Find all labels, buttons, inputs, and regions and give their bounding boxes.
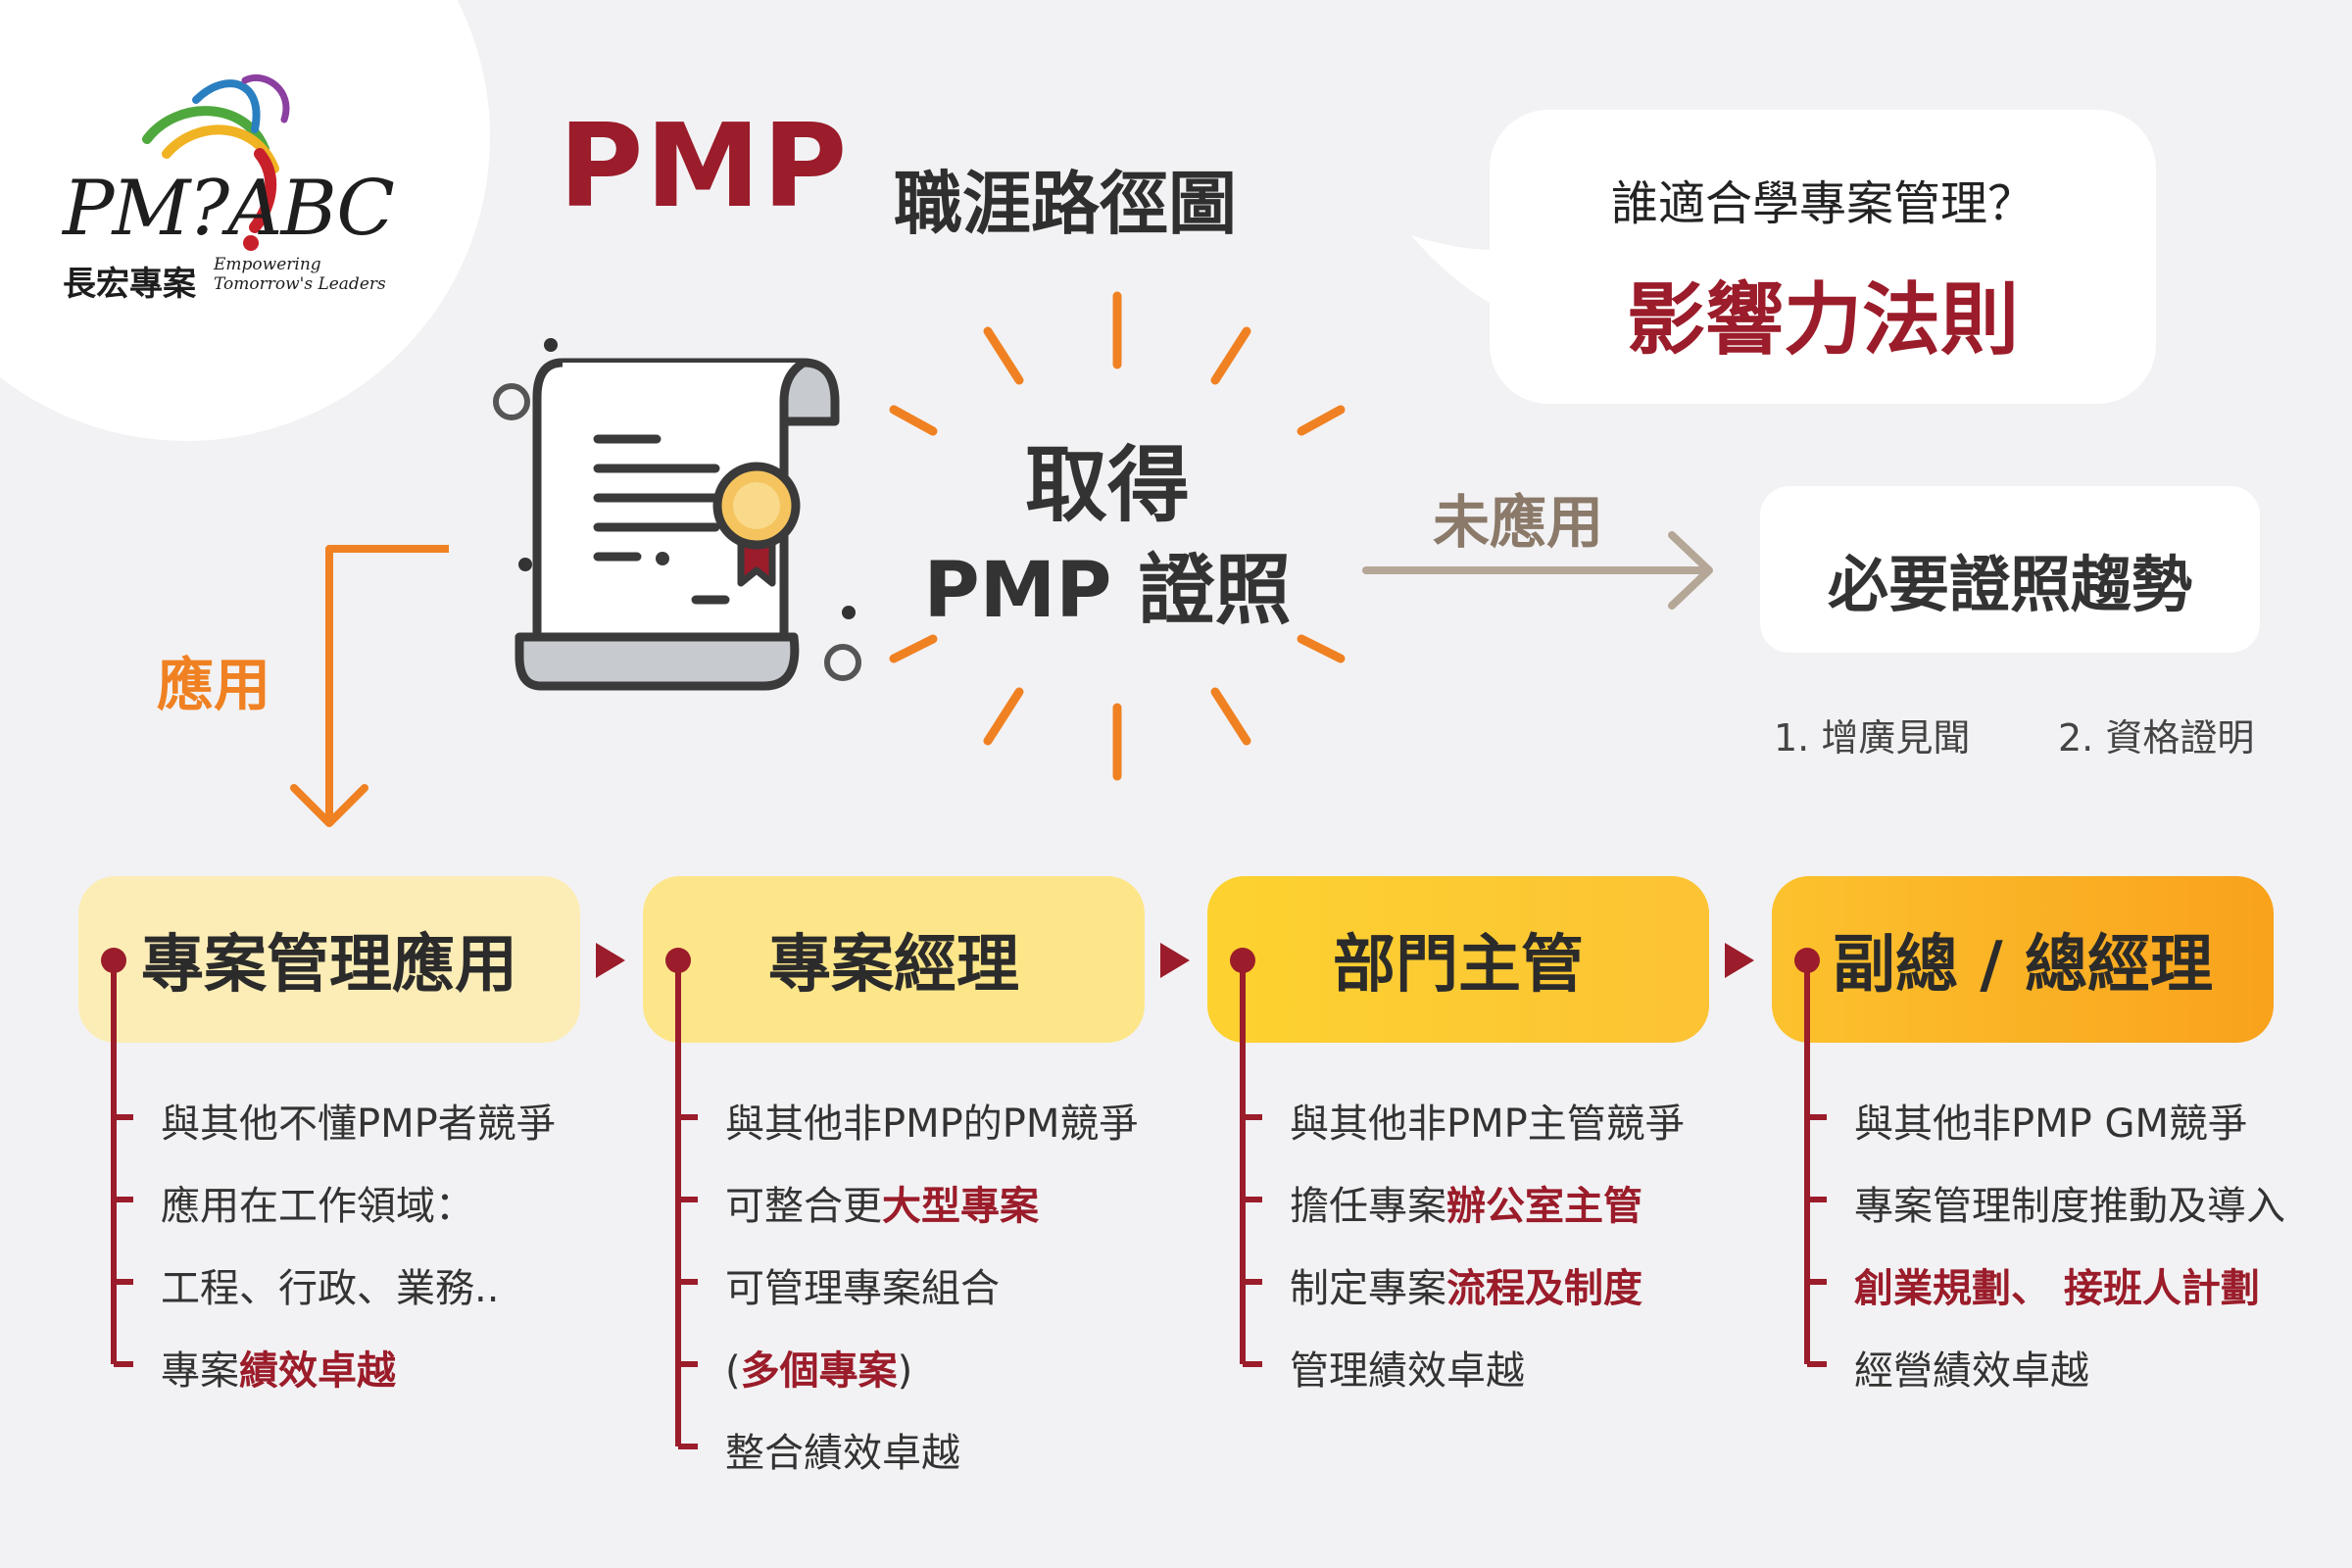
burst-rays-icon (889, 291, 1346, 781)
logo-chinese-name: 長宏專案 (63, 265, 196, 304)
stage-title: 部門主管 (1333, 929, 1584, 1002)
stage-item: 可管理專案組合 (725, 1256, 1000, 1313)
stage-box-project-manager: 專案經理 (643, 876, 1145, 1043)
stage-item-text: 專案管理制度推動及導入 (1854, 1184, 2285, 1229)
stage-item-text: 專案 (161, 1348, 239, 1394)
speech-bubble (1490, 110, 2156, 404)
stage-item-text: 經營績效卓越 (1854, 1348, 2089, 1394)
stage-arrow-icon (596, 943, 625, 978)
stage-item: 應用在工作領域： (161, 1174, 474, 1231)
stage-item: 與其他非PMP的PM競爭 (725, 1092, 1138, 1149)
stage-item-text: 與其他非PMP GM競爭 (1854, 1102, 2247, 1147)
stage-item-text: 可管理專案組合 (725, 1266, 1000, 1311)
stage-item-highlight: 創業規劃、 接班人計劃 (1854, 1266, 2260, 1311)
page-title-pmp: PMP (559, 98, 850, 233)
stage-item-highlight: 辦公室主管 (1446, 1184, 1642, 1229)
stage-arrow-icon (1160, 943, 1190, 978)
timeline-line (1230, 948, 1262, 1367)
timeline-line (665, 948, 698, 1449)
stage-arrow-icon (1725, 943, 1754, 978)
certificate-icon (493, 338, 861, 691)
stage-item-text: 工程、行政、業務.. (161, 1266, 500, 1311)
trend-item: 2. 資格證明 (2058, 716, 2255, 760)
stage-item-text: 與其他不懂PMP者競爭 (161, 1102, 556, 1147)
not-applied-label: 未應用 (1433, 489, 1604, 556)
stage-item-highlight: 績效卓越 (239, 1348, 396, 1394)
stage-item-text: 與其他非PMP的PM競爭 (725, 1102, 1139, 1147)
trend-box (1760, 486, 2260, 653)
stage-item-text: 制定專案 (1290, 1266, 1446, 1311)
stage-item: 工程、行政、業務.. (161, 1256, 499, 1313)
stage-item: 經營績效卓越 (1854, 1339, 2089, 1396)
logo-tagline: Empowering Tomorrow's Leaders (214, 255, 386, 294)
timeline-line (1794, 948, 1827, 1367)
stage-item-text: 管理績效卓越 (1290, 1348, 1525, 1394)
stage-item: 制定專案流程及制度 (1290, 1256, 1642, 1313)
bubble-question: 誰適合學專案管理？ (1610, 176, 2034, 231)
stage-item-text: ) (897, 1348, 913, 1394)
down-arrow-icon (290, 545, 449, 827)
stage-item-text: 整合績效卓越 (725, 1431, 960, 1476)
center-title-line1: 取得 (1024, 437, 1190, 533)
timeline-line (101, 948, 133, 1367)
page-title: 職涯路徑圖 (894, 164, 1237, 244)
right-arrow-icon (1362, 531, 1713, 610)
stage-item: 專案績效卓越 (161, 1339, 396, 1396)
stage-item-highlight: 大型專案 (882, 1184, 1039, 1229)
stage-box-department-head: 部門主管 (1207, 876, 1709, 1043)
stage-item: 與其他非PMP主管競爭 (1290, 1092, 1685, 1149)
center-title-line2: PMP 證照 (923, 547, 1292, 635)
stage-title: 專案管理應用 (141, 929, 517, 1002)
stage-item: 管理績效卓越 (1290, 1339, 1525, 1396)
applied-label: 應用 (157, 652, 271, 718)
stage-item-text: 可整合更 (725, 1184, 882, 1229)
stage-title: 專案經理 (768, 929, 1019, 1002)
logo-text: PM?ABC (63, 165, 395, 253)
logo-swoosh-icon (142, 74, 290, 251)
stage-title: 副總 / 總經理 (1833, 929, 2213, 1002)
stage-item: 與其他不懂PMP者競爭 (161, 1092, 556, 1149)
stage-item: (多個專案) (725, 1339, 912, 1396)
stage-item-text: 應用在工作領域： (161, 1184, 474, 1229)
stage-item: 創業規劃、 接班人計劃 (1854, 1256, 2260, 1313)
stage-item-highlight: 流程及制度 (1446, 1266, 1642, 1311)
trend-item: 1. 增廣見聞 (1774, 716, 1971, 760)
stage-box-general-manager: 副總 / 總經理 (1772, 876, 2274, 1043)
stage-item-highlight: 多個專案 (740, 1348, 898, 1394)
stage-item: 整合績效卓越 (725, 1421, 960, 1478)
trend-label: 必要證照趨勢 (1827, 549, 2192, 620)
stage-item: 可整合更大型專案 (725, 1174, 1039, 1231)
stage-item: 與其他非PMP GM競爭 (1854, 1092, 2247, 1149)
stage-item: 專案管理制度推動及導入 (1854, 1174, 2285, 1231)
bubble-rule-title: 影響力法則 (1627, 274, 2019, 366)
stage-item-text: ( (725, 1348, 741, 1394)
stage-item: 擔任專案辦公室主管 (1290, 1174, 1642, 1231)
stage-item-text: 擔任專案 (1290, 1184, 1446, 1229)
stage-item-text: 與其他非PMP主管競爭 (1290, 1102, 1685, 1147)
stage-box-pm-application: 專案管理應用 (78, 876, 580, 1043)
